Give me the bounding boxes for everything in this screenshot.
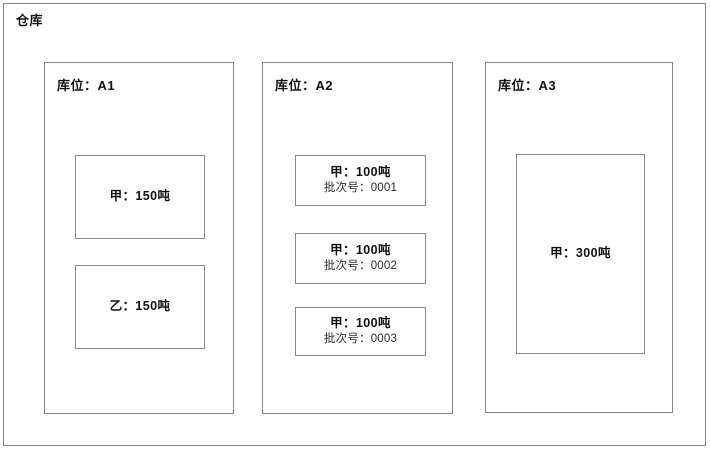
item-label: 甲：150吨 — [109, 189, 171, 204]
item-box[interactable]: 乙：150吨 — [75, 265, 205, 349]
warehouse-title: 仓库 — [16, 13, 44, 28]
location-box-a1[interactable]: 库位：A1 甲：150吨 乙：150吨 — [44, 62, 234, 414]
item-label: 甲：100吨 — [330, 315, 391, 330]
location-title-a1: 库位：A1 — [57, 78, 116, 93]
item-box[interactable]: 甲：100吨 批次号：0003 — [295, 307, 426, 356]
item-batch-label: 批次号：0002 — [323, 260, 398, 273]
item-batch-label: 批次号：0003 — [323, 333, 398, 346]
item-box[interactable]: 甲：100吨 批次号：0002 — [295, 233, 426, 284]
item-label: 甲：300吨 — [550, 246, 611, 261]
location-box-a2[interactable]: 库位：A2 甲：100吨 批次号：0001 甲：100吨 批次号：0002 甲：… — [262, 62, 453, 414]
warehouse-container: 仓库 库位：A1 甲：150吨 乙：150吨 库位：A2 甲：100吨 批次号：… — [3, 3, 706, 446]
item-batch-label: 批次号：0001 — [323, 182, 398, 195]
item-label: 甲：100吨 — [330, 242, 391, 257]
item-label: 甲：100吨 — [330, 164, 391, 179]
item-box[interactable]: 甲：300吨 — [516, 154, 645, 354]
item-label: 乙：150吨 — [109, 299, 171, 314]
item-box[interactable]: 甲：100吨 批次号：0001 — [295, 155, 426, 206]
location-box-a3[interactable]: 库位：A3 甲：300吨 — [485, 62, 673, 413]
location-title-a2: 库位：A2 — [275, 78, 334, 93]
location-title-a3: 库位：A3 — [498, 78, 557, 93]
item-box[interactable]: 甲：150吨 — [75, 155, 205, 239]
